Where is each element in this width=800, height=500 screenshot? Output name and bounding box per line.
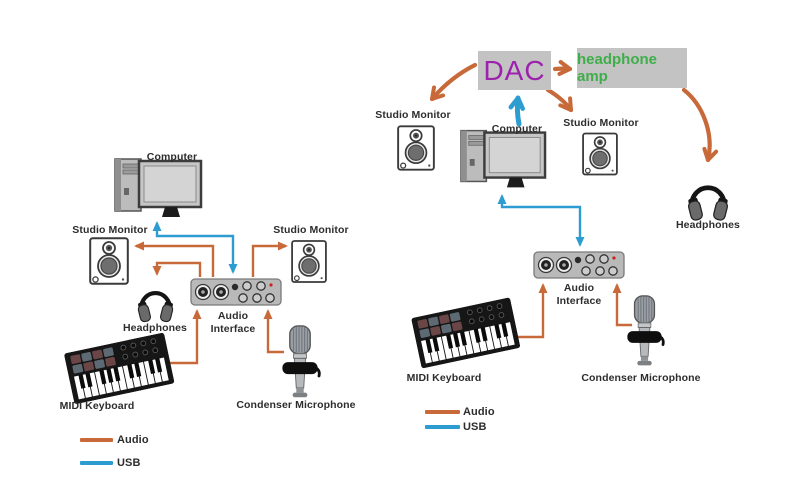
legend-audio-swatch	[425, 410, 460, 414]
audio-cable-interface-to-headphones	[152, 261, 202, 277]
condenser-microphone-icon	[280, 325, 321, 399]
midi-keyboard-label: MIDI Keyboard	[59, 400, 135, 412]
audio-cable-keyboard-to-interface	[166, 309, 202, 365]
studio-monitor-icon	[582, 132, 618, 176]
headphones-label: Headphones	[122, 322, 187, 334]
studio-monitor-label: Studio Monitor	[563, 117, 639, 129]
midi-keyboard-label: MIDI Keyboard	[406, 372, 482, 384]
audio-cable-interface-to-left-monitor	[134, 241, 215, 277]
studio-monitor-label: Studio Monitor	[273, 224, 349, 236]
audio-cable-keyboard-to-interface	[514, 283, 548, 339]
audio-interface-icon	[533, 251, 625, 279]
right-diagram-wires	[497, 194, 632, 339]
legend-audio-label: Audio	[117, 434, 149, 446]
audio-cable-mic-to-interface	[612, 283, 632, 327]
usb-cable-to-computer	[152, 221, 196, 238]
audio-interface-icon	[190, 278, 282, 306]
studio-monitor-icon	[397, 125, 435, 171]
audio-cable-interface-to-right-monitor	[251, 241, 288, 277]
computer-label: Computer	[146, 151, 198, 163]
condenser-microphone-label: Condenser Microphone	[236, 399, 356, 411]
left-diagram-wires	[134, 221, 288, 365]
usb-arrow-computer-to-dac	[508, 95, 525, 127]
usb-cable-to-interface	[196, 234, 238, 274]
headphone-amp-box: headphone amp	[577, 48, 687, 88]
condenser-microphone-icon	[625, 295, 665, 367]
legend-audio-swatch	[80, 438, 113, 442]
midi-keyboard-icon	[63, 331, 176, 405]
studio-monitor-label: Studio Monitor	[72, 224, 148, 236]
legend-usb-label: USB	[463, 421, 487, 433]
computer-icon	[459, 129, 547, 189]
studio-monitor-icon	[291, 240, 327, 283]
audio-cable-mic-to-interface	[263, 309, 284, 354]
audio-arrow-dac-to-left-monitor	[429, 62, 478, 102]
midi-keyboard-icon	[411, 297, 521, 369]
headphones-icon	[137, 293, 174, 322]
legend-audio-label: Audio	[463, 406, 495, 418]
left-diagram-devices	[63, 157, 327, 405]
dac-box: DAC	[478, 51, 551, 90]
right-diagram-drawn-arrows	[429, 60, 719, 163]
headphones-label: Headphones	[675, 219, 740, 231]
audio-arrow-amp-to-headphones	[681, 87, 719, 163]
usb-cable-to-interface	[540, 205, 585, 247]
right-diagram-devices	[397, 125, 729, 369]
legend-usb-swatch	[80, 461, 113, 465]
audio-interface-label: Audio Interface	[210, 310, 256, 336]
condenser-microphone-label: Condenser Microphone	[581, 372, 701, 384]
headphone-amp-label: headphone amp	[577, 51, 658, 85]
studio-monitor-icon	[89, 237, 129, 285]
usb-cable-to-computer	[497, 194, 540, 209]
studio-monitor-label: Studio Monitor	[375, 109, 451, 121]
headphones-icon	[687, 188, 729, 221]
audio-arrow-dac-to-right-monitor	[545, 87, 574, 113]
computer-icon	[113, 157, 203, 219]
dac-label: DAC	[483, 54, 546, 86]
computer-label: Computer	[491, 123, 543, 135]
legend-usb-swatch	[425, 425, 460, 429]
legend-usb-label: USB	[117, 457, 141, 469]
audio-interface-label: Audio Interface	[556, 282, 602, 308]
